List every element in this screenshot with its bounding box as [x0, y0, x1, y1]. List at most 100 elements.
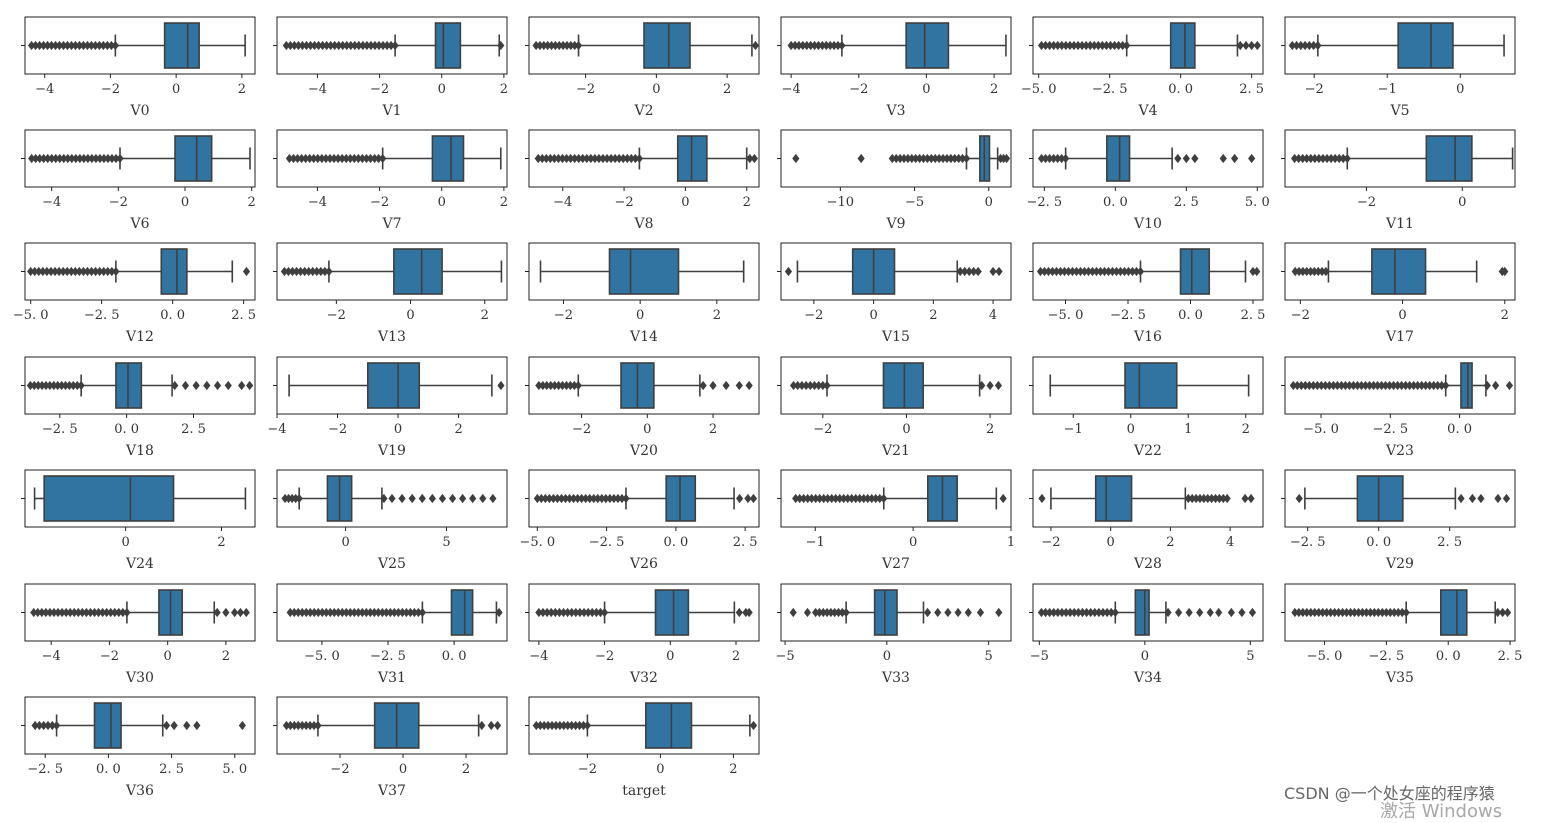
outlier-point — [559, 607, 568, 618]
outlier-point — [306, 40, 315, 51]
x-axis-label: V17 — [1385, 329, 1414, 345]
outlier-point — [607, 153, 615, 164]
outlier-point — [1219, 493, 1227, 504]
outlier-point — [84, 153, 92, 164]
outlier-point — [1248, 607, 1257, 618]
outlier-point — [538, 153, 546, 164]
outlier-point — [1108, 266, 1117, 277]
x-axis-label: V4 — [1137, 103, 1157, 119]
outlier-point — [1060, 266, 1069, 277]
outlier-point — [1353, 380, 1362, 391]
outlier-point — [75, 266, 83, 277]
outlier-point — [325, 266, 333, 277]
outlier-point — [193, 720, 201, 731]
outlier-point — [346, 153, 354, 164]
x-tick-label: 0 — [406, 308, 414, 323]
x-tick-label: −2 — [1357, 195, 1376, 210]
outlier-point — [1319, 153, 1327, 164]
outlier-point — [602, 493, 610, 504]
outlier-point — [1095, 607, 1103, 618]
outlier-point — [295, 493, 303, 504]
x-axis-label: V35 — [1385, 670, 1414, 686]
x-tick-label: −1 — [1378, 82, 1397, 97]
outlier-point — [1074, 40, 1082, 51]
x-axis-label: V24 — [125, 556, 154, 572]
outlier-point — [1099, 607, 1107, 618]
outlier-point — [1062, 607, 1070, 618]
x-tick-label: 0 — [394, 422, 402, 437]
outlier-point — [551, 40, 559, 51]
outlier-point — [82, 607, 90, 618]
x-tick-label: −4 — [782, 82, 801, 97]
outlier-point — [815, 607, 824, 618]
outlier-point — [1196, 607, 1204, 618]
x-tick-label: 0 — [636, 308, 644, 323]
outlier-point — [923, 153, 932, 164]
x-tick-label: 2 — [1242, 422, 1250, 437]
outlier-point — [970, 266, 978, 277]
outlier-point — [549, 493, 558, 504]
outlier-point — [293, 153, 302, 164]
outlier-point — [438, 493, 447, 504]
outlier-point — [39, 266, 47, 277]
outlier-point — [1295, 493, 1303, 504]
x-axis-label: V36 — [125, 783, 154, 799]
x-axis-label: V31 — [377, 670, 406, 686]
outlier-point — [71, 40, 80, 51]
outlier-point — [286, 720, 294, 731]
outlier-point — [1345, 380, 1354, 391]
outlier-point — [1502, 493, 1511, 504]
x-axis-label: V29 — [1385, 556, 1414, 572]
x-tick-label: 0. 0 — [1366, 535, 1391, 550]
outlier-point — [735, 380, 743, 391]
outlier-point — [1305, 40, 1313, 51]
outlier-point — [1104, 266, 1113, 277]
outlier-point — [42, 607, 50, 618]
outlier-point — [537, 493, 545, 504]
outlier-point — [290, 40, 298, 51]
x-tick-label: −2 — [100, 649, 119, 664]
outlier-point — [38, 607, 46, 618]
outlier-point — [298, 40, 307, 51]
outlier-point — [48, 720, 56, 731]
outlier-point — [812, 607, 820, 618]
x-tick-label: 0. 0 — [160, 308, 185, 323]
outlier-point — [611, 153, 619, 164]
x-axis-label: V27 — [881, 556, 910, 572]
outlier-point — [99, 40, 107, 51]
outlier-point — [1361, 380, 1370, 391]
outlier-point — [619, 153, 627, 164]
outlier-point — [1288, 40, 1296, 51]
iqr-box — [1094, 475, 1133, 522]
outlier-point — [1374, 607, 1382, 618]
x-tick-label: 1 — [1007, 535, 1015, 550]
outlier-point — [1303, 607, 1311, 618]
outlier-point — [1049, 153, 1058, 164]
x-tick-label: 2. 5 — [181, 422, 206, 437]
x-tick-label: 5 — [1246, 649, 1254, 664]
outlier-point — [574, 40, 583, 51]
outlier-point — [1318, 266, 1326, 277]
outlier-point — [1253, 266, 1261, 277]
x-tick-label: −2 — [614, 195, 633, 210]
windows-activation-text: 激活 Windows — [1380, 801, 1503, 822]
outlier-point — [36, 153, 44, 164]
outlier-point — [1299, 607, 1307, 618]
outlier-point — [1050, 40, 1058, 51]
outlier-point — [347, 40, 355, 51]
outlier-point — [71, 266, 79, 277]
outlier-point — [590, 493, 598, 504]
x-tick-label: 2. 5 — [733, 535, 758, 550]
x-tick-label: 0 — [181, 195, 189, 210]
outlier-point — [309, 266, 317, 277]
outlier-point — [192, 380, 200, 391]
outlier-point — [1426, 380, 1434, 391]
outlier-point — [1290, 153, 1299, 164]
outlier-point — [1080, 266, 1089, 277]
outlier-point — [322, 607, 330, 618]
